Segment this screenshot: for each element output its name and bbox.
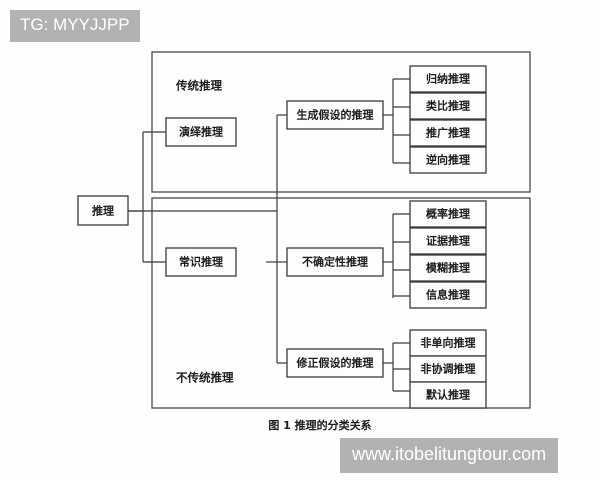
node-deductive[interactable]: 演绎推理 [165,117,237,147]
node-root-label: 推理 [92,204,114,218]
leaf-label: 逆向推理 [426,153,470,167]
leaf-label: 非协调推理 [421,362,476,376]
leaf-label: 默认推理 [426,388,470,402]
node-generate-hypothesis-label: 生成假设的推理 [297,108,374,122]
node-root[interactable]: 推理 [77,195,129,226]
node-uncertainty[interactable]: 不确定性推理 [286,247,384,277]
node-uncertainty-label: 不确定性推理 [302,255,368,269]
watermark-bottom: www.itobelitungtour.com [340,438,559,473]
node-revise-hypothesis[interactable]: 修正假设的推理 [286,348,384,378]
node-commonsense[interactable]: 常识推理 [165,247,237,277]
leaf-group-generate-hypothesis: 归纳推理 类比推理 推广推理 逆向推理 [409,65,487,174]
node-revise-hypothesis-label: 修正假设的推理 [296,356,374,370]
leaf-label: 非单向推理 [421,336,476,350]
leaf-label: 归纳推理 [426,72,470,86]
leaf-node[interactable]: 非单向推理 [409,329,487,357]
watermark-top: TG: MYYJJPP [10,10,140,42]
leaf-node[interactable]: 信息推理 [409,281,487,309]
group-label-nontraditional: 不传统推理 [176,371,234,385]
leaf-label: 推广推理 [426,126,470,140]
node-generate-hypothesis[interactable]: 生成假设的推理 [286,100,384,130]
group-label-traditional: 传统推理 [175,79,222,93]
leaf-node[interactable]: 默认推理 [409,381,487,409]
leaf-label: 模糊推理 [426,261,470,275]
node-commonsense-label: 常识推理 [179,255,223,269]
node-deductive-label: 演绎推理 [179,125,223,139]
leaf-label: 信息推理 [426,288,470,302]
leaf-node[interactable]: 概率推理 [409,200,487,228]
leaf-group-revise-hypothesis: 非单向推理 非协调推理 默认推理 [409,329,487,409]
leaf-node[interactable]: 类比推理 [409,92,487,120]
group-frame-traditional [151,51,531,193]
leaf-label: 类比推理 [426,99,470,113]
leaf-node[interactable]: 逆向推理 [409,146,487,174]
leaf-group-uncertainty: 概率推理 证据推理 模糊推理 信息推理 [409,200,487,309]
leaf-node[interactable]: 模糊推理 [409,254,487,282]
group-frame-nontraditional [151,197,531,409]
leaf-node[interactable]: 归纳推理 [409,65,487,93]
leaf-node[interactable]: 证据推理 [409,227,487,255]
leaf-label: 证据推理 [426,234,470,248]
leaf-node[interactable]: 非协调推理 [409,355,487,383]
leaf-label: 概率推理 [426,207,470,221]
leaf-node[interactable]: 推广推理 [409,119,487,147]
figure-caption: 图 1 推理的分类关系 [268,418,371,432]
